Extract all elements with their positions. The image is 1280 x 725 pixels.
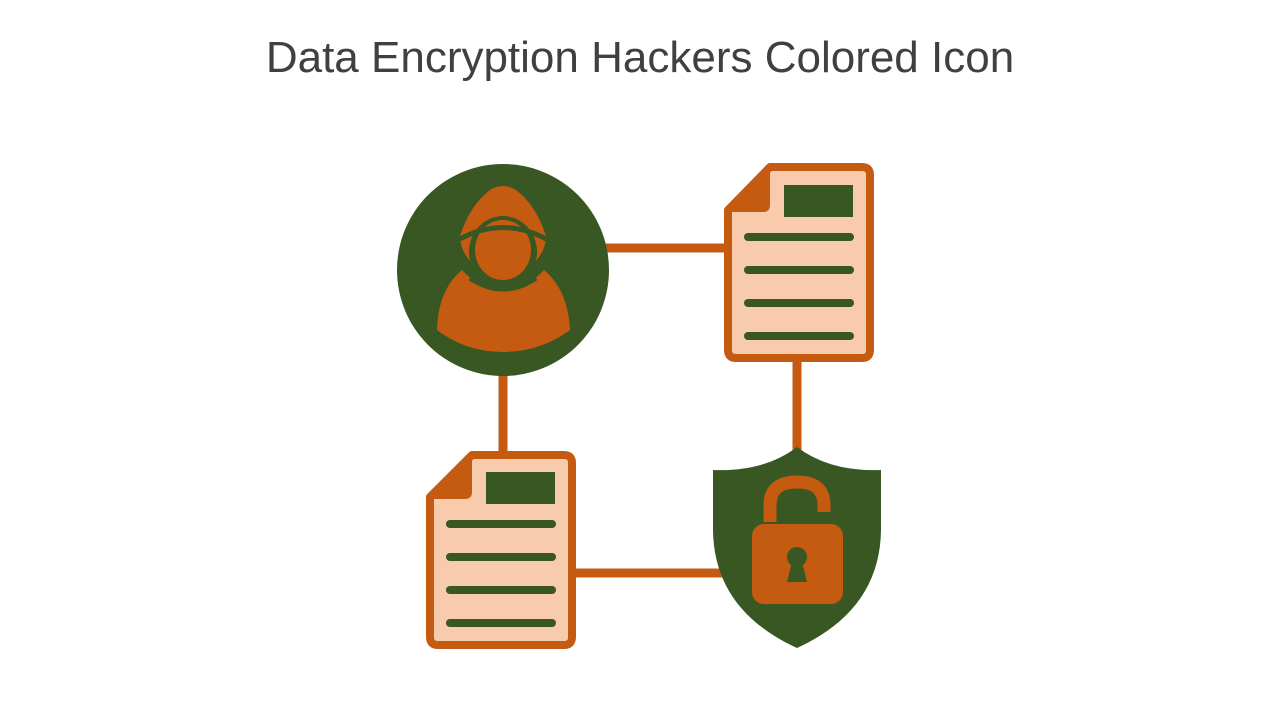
page-title: Data Encryption Hackers Colored Icon (265, 33, 1015, 82)
connector-lines (498, 243, 802, 578)
hacker-icon (397, 164, 609, 376)
document-icon-top-right (724, 163, 874, 362)
document-icon-bottom-left (426, 451, 576, 649)
shield-lock-icon (713, 447, 881, 648)
